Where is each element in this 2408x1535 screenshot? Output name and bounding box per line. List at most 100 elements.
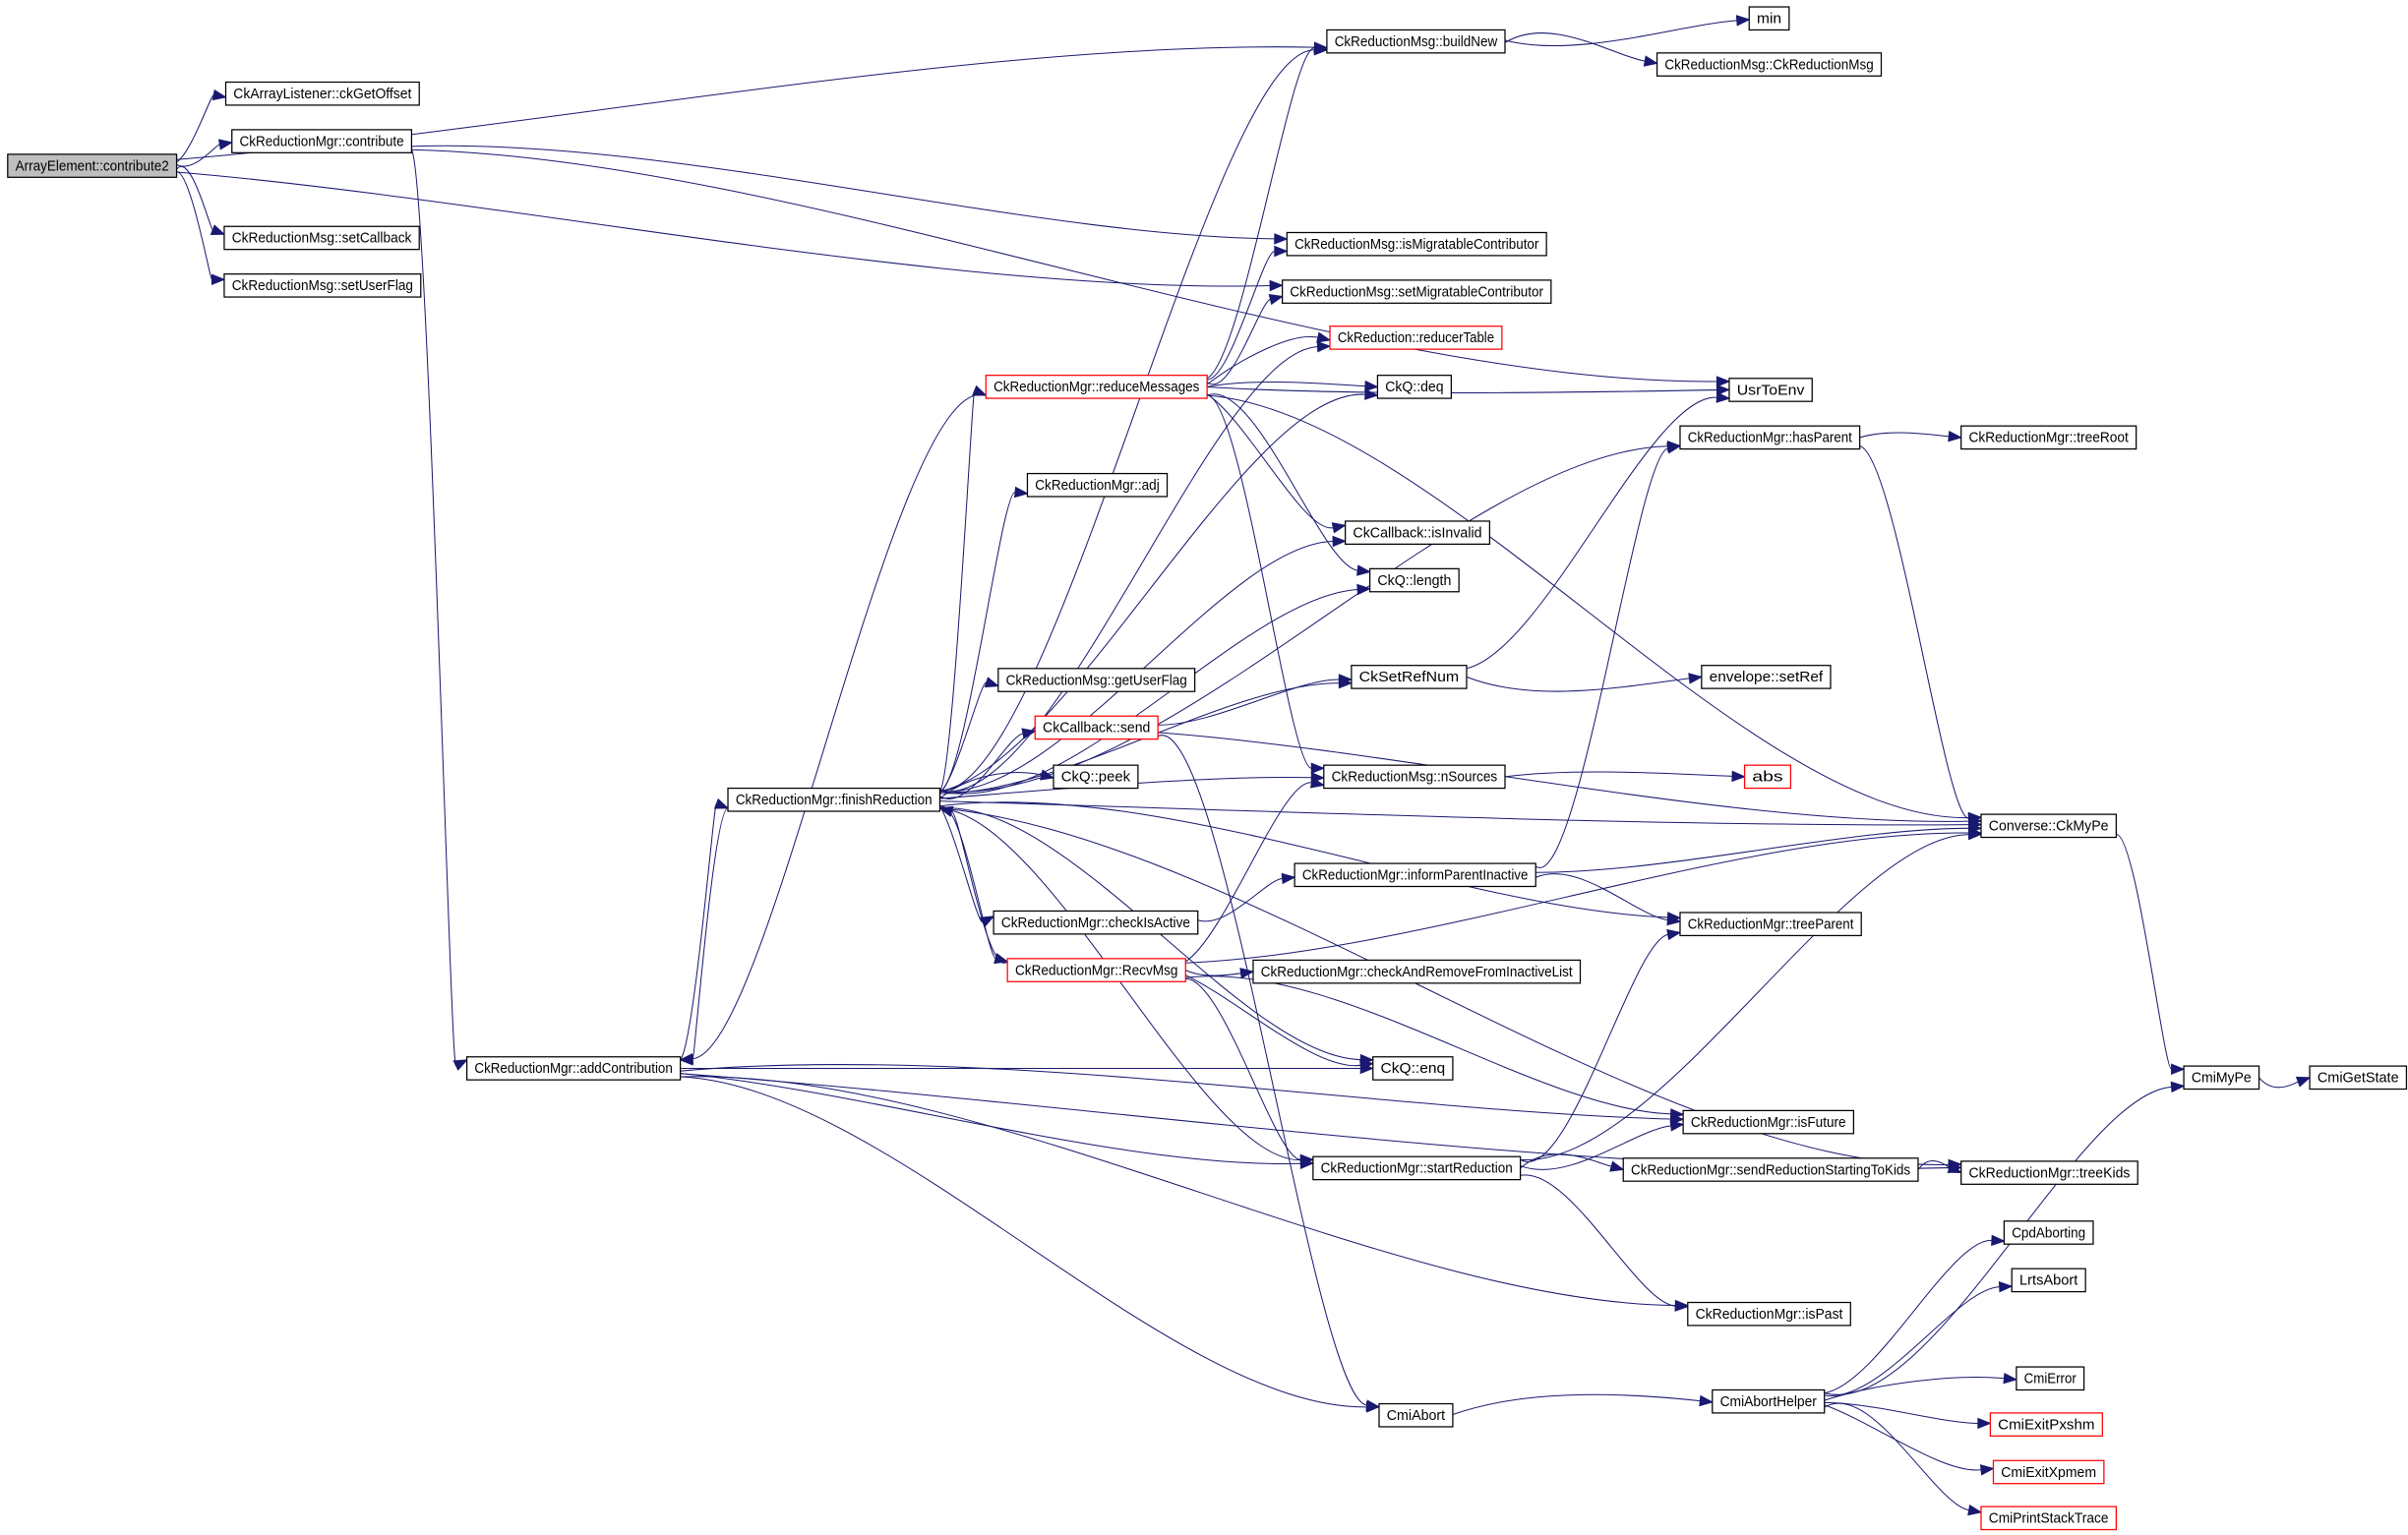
node-ck-callback-send[interactable]: CkCallback::send [1034, 715, 1159, 740]
node-cmi-exit-xpmem[interactable]: CmiExitXpmem [1992, 1459, 2105, 1485]
node-cmi-get-state[interactable]: CmiGetState [2309, 1065, 2408, 1091]
node-label: CkQ::deq [1385, 380, 1443, 395]
node-box [1743, 764, 1792, 790]
node-ck-reduction-mgr-check-and-remove-from-inactive-list[interactable]: CkReductionMgr::checkAndRemoveFromInacti… [1252, 959, 1582, 984]
edge-line [939, 445, 1668, 793]
node-abs[interactable]: abs [1743, 764, 1792, 790]
edge-line [939, 588, 1358, 795]
edge-line [411, 145, 1275, 240]
node-ck-reduction-mgr-check-is-active[interactable]: CkReductionMgr::checkIsActive [993, 910, 1199, 935]
arrowhead-icon [1947, 1162, 1962, 1173]
edge-recv-msg-to-finish-reduction [938, 805, 1008, 964]
node-cmi-exit-pxshm[interactable]: CmiExitPxshm [1989, 1412, 2103, 1437]
node-ck-reduction-mgr-is-future[interactable]: CkReductionMgr::isFuture [1682, 1109, 1855, 1135]
edge-line [1207, 381, 1365, 387]
node-box [1345, 520, 1491, 545]
node-label: CkQ::peek [1061, 770, 1131, 786]
node-box [1252, 959, 1582, 984]
node-ck-reduction-mgr-start-reduction[interactable]: CkReductionMgr::startReduction [1312, 1155, 1522, 1181]
node-label: CkReductionMsg::buildNew [1335, 34, 1498, 50]
edge-line [680, 1076, 1367, 1408]
node-ck-reduction-mgr-inform-parent-inactive[interactable]: CkReductionMgr::informParentInactive [1294, 862, 1536, 888]
edge-line [1504, 32, 1646, 62]
edge-has-parent-to-tree-root [1859, 430, 1963, 443]
node-label: CmiPrintStackTrace [1989, 1511, 2109, 1527]
arrowhead-icon [1716, 391, 1731, 403]
node-ck-reduction-mgr-reduce-messages[interactable]: CkReductionMgr::reduceMessages [985, 375, 1208, 399]
node-cmi-abort[interactable]: CmiAbort [1378, 1402, 1454, 1428]
node-ck-reduction-msg-set-user-flag[interactable]: CkReductionMsg::setUserFlag [223, 273, 422, 298]
node-cmi-my-pe[interactable]: CmiMyPe [2183, 1065, 2260, 1091]
node-ck-reduction-mgr-tree-root[interactable]: CkReductionMgr::treeRoot [1960, 425, 2137, 450]
node-box [1372, 1056, 1454, 1081]
edge-line [1197, 877, 1283, 922]
node-envelope-set-ref[interactable]: envelope::setRef [1701, 665, 1832, 689]
node-lrts-abort[interactable]: LrtsAbort [2011, 1268, 2086, 1293]
node-label: CkReductionMsg::setUserFlag [232, 278, 413, 294]
arrowhead-icon [2171, 1063, 2186, 1075]
edge-finish-reduction-to-add-contribution [679, 807, 729, 1066]
arrowhead-icon [713, 797, 730, 809]
edge-line [1185, 975, 1671, 1115]
node-ck-q-deq[interactable]: CkQ::deq [1376, 375, 1452, 399]
node-ck-reduction-msg-n-sources[interactable]: CkReductionMsg::nSources [1323, 764, 1506, 790]
edge-recv-msg-to-is-future [1185, 975, 1685, 1120]
node-ck-reduction-reducer-table[interactable]: CkReduction::reducerTable [1329, 325, 1503, 350]
edge-finish-reduction-to-peek [939, 769, 1055, 799]
node-box [1034, 715, 1159, 740]
node-converse-ck-my-pe[interactable]: Converse::CkMyPe [1980, 813, 2117, 839]
arrowhead-icon [1731, 770, 1746, 783]
node-ck-reduction-mgr-adj[interactable]: CkReductionMgr::adj [1026, 472, 1169, 498]
edge-cmi-abort-helper-to-exit-xpmem [1824, 1404, 1995, 1476]
node-ck-reduction-msg-ck-reduction-msg[interactable]: CkReductionMsg::CkReductionMsg [1656, 52, 1883, 77]
node-ck-reduction-mgr-tree-kids[interactable]: CkReductionMgr::treeKids [1960, 1160, 2138, 1185]
node-cmi-abort-helper[interactable]: CmiAbortHelper [1712, 1388, 1826, 1414]
node-ck-set-ref-num[interactable]: CkSetRefNum [1351, 665, 1468, 689]
edge-reduce-messages-to-is-invalid [1206, 393, 1347, 534]
edge-line [1185, 977, 1301, 1160]
node-ck-q-peek[interactable]: CkQ::peek [1053, 764, 1139, 790]
node-ck-callback-is-invalid[interactable]: CkCallback::isInvalid [1345, 520, 1491, 545]
node-usr-to-env[interactable]: UsrToEnv [1728, 378, 1813, 402]
edge-cmi-abort-to-cmi-abort-helper [1452, 1393, 1715, 1416]
edge-line [939, 49, 1315, 793]
edge-reduce-messages-to-deq [1207, 380, 1379, 392]
node-ck-reduction-mgr-is-past[interactable]: CkReductionMgr::isPast [1687, 1301, 1851, 1327]
node-label: CkArrayListener::ckGetOffset [233, 87, 411, 102]
edge-cmi-abort-helper-to-print-stack [1824, 1402, 1983, 1516]
node-ck-reduction-mgr-add-contribution[interactable]: CkReductionMgr::addContribution [465, 1056, 682, 1081]
edge-line [1535, 827, 1969, 873]
node-ck-q-enq[interactable]: CkQ::enq [1372, 1056, 1454, 1081]
node-box [1656, 52, 1883, 77]
arrowhead-icon [993, 953, 1009, 965]
node-min[interactable]: min [1748, 6, 1790, 31]
node-ck-q-length[interactable]: CkQ::length [1368, 567, 1460, 593]
node-ck-reduction-msg-build-new[interactable]: CkReductionMsg::buildNew [1326, 29, 1506, 54]
node-ck-reduction-mgr-has-parent[interactable]: CkReductionMgr::hasParent [1679, 425, 1861, 450]
node-ck-reduction-mgr-tree-parent[interactable]: CkReductionMgr::treeParent [1679, 912, 1862, 937]
edge-line [1824, 1404, 1982, 1471]
node-ck-reduction-mgr-contribute[interactable]: CkReductionMgr::contribute [231, 129, 413, 153]
node-ck-reduction-msg-set-migratable-contributor[interactable]: CkReductionMsg::setMigratableContributor [1281, 279, 1552, 304]
node-cpd-aborting[interactable]: CpdAborting [2003, 1220, 2094, 1245]
arrowhead-icon [1609, 1160, 1625, 1172]
node-label: Converse::CkMyPe [1989, 819, 2109, 835]
node-ck-array-listener-ck-get-offset[interactable]: CkArrayListener::ckGetOffset [224, 81, 420, 106]
node-ck-reduction-mgr-recv-msg[interactable]: CkReductionMgr::RecvMsg [1006, 958, 1186, 982]
arrowhead-icon [1274, 245, 1289, 258]
arrowhead-icon [1967, 815, 1983, 827]
node-cmi-print-stack-trace[interactable]: CmiPrintStackTrace [1980, 1505, 2117, 1531]
node-box [2183, 1065, 2260, 1091]
arrowhead-icon [1948, 430, 1963, 443]
node-ck-reduction-mgr-send-reduction-starting-to-kids[interactable]: CkReductionMgr::sendReductionStartingToK… [1622, 1157, 1919, 1182]
node-ck-reduction-mgr-finish-reduction[interactable]: CkReductionMgr::finishReduction [727, 787, 941, 812]
node-ck-reduction-msg-is-migratable-contributor[interactable]: CkReductionMsg::isMigratableContributor [1286, 231, 1547, 257]
arrowhead-icon [1991, 1234, 2006, 1247]
node-box [224, 81, 420, 106]
node-ck-reduction-msg-set-callback[interactable]: CkReductionMsg::setCallback [223, 225, 420, 251]
arrowhead-icon [1299, 1153, 1315, 1166]
arrowhead-icon [1643, 55, 1658, 67]
node-array-element-contribute2[interactable]: ArrayElement::contribute2 [7, 153, 178, 178]
node-cmi-error[interactable]: CmiError [2016, 1366, 2085, 1391]
node-ck-reduction-msg-get-user-flag[interactable]: CkReductionMsg::getUserFlag [997, 668, 1196, 692]
